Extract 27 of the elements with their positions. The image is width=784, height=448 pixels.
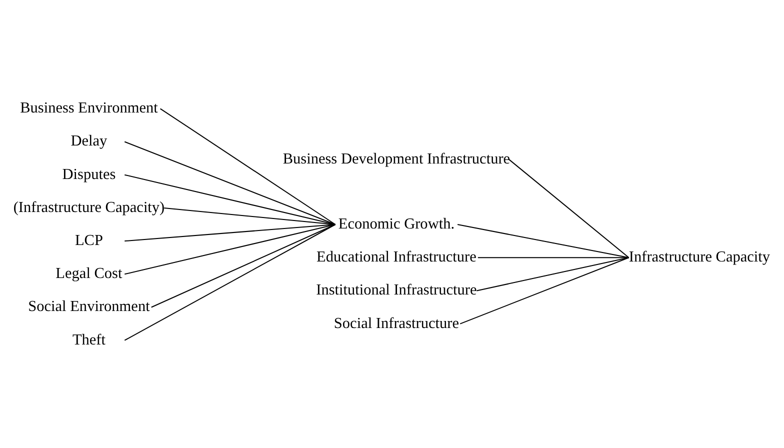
connector [124,224,336,274]
node-text: Educational Infrastructure [316,248,476,266]
connector [478,256,629,258]
node-text: Social Infrastructure [334,314,459,332]
node-text: Theft [72,330,106,348]
connector [508,158,630,258]
connector [476,256,629,291]
connector [460,256,629,324]
node-text: Delay [70,132,108,150]
connector [457,224,629,258]
node-text: Institutional Infrastructure [316,281,477,298]
node-text: Disputes [62,165,116,182]
node-text: Social Environment [28,298,150,315]
node-text: LCP [74,232,103,248]
node-text: Infrastructure Capacity [628,248,770,266]
node-text: Business Development Infrastructure [282,150,510,168]
node-text: Economic Growth. [338,214,455,232]
connector [124,224,336,340]
node-text: Business Environment [20,99,158,116]
node-text: (Infrastructure Capacity) [13,198,165,216]
connector [124,140,336,224]
connector [124,174,336,224]
connector [164,206,336,224]
connector [124,224,336,242]
connector [160,108,336,224]
node-text: Legal Cost [56,264,122,282]
connector [151,224,336,308]
